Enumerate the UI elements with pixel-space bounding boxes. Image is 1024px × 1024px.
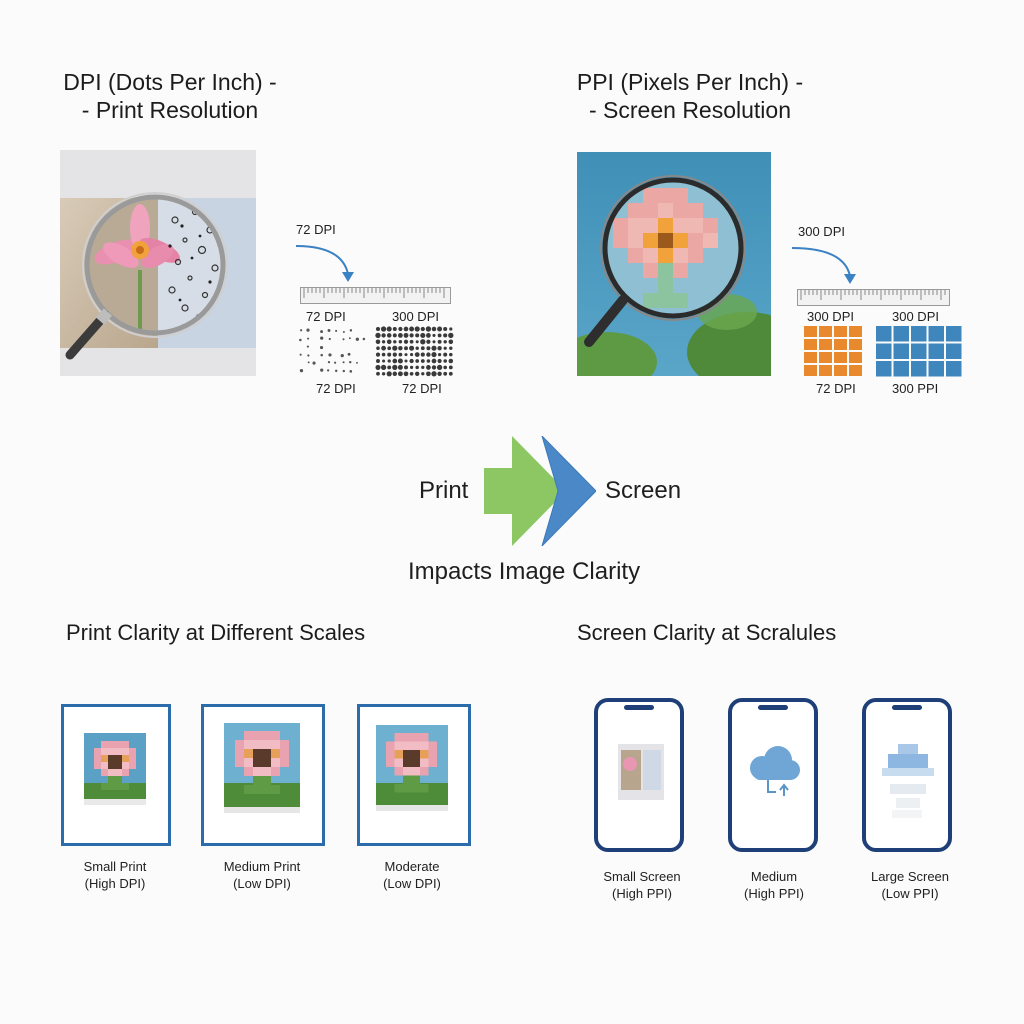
- dpi-bottom-label-left: 72 DPI: [316, 381, 356, 396]
- print-image-moderate: [376, 725, 448, 811]
- dpi-ruler: [300, 287, 451, 304]
- ppi-bottom-label-right: 300 PPI: [892, 381, 939, 396]
- print-frame-small: [61, 704, 171, 846]
- ppi-magnifier-photo: [577, 152, 771, 376]
- ppi-bottom-label-left: 72 DPI: [816, 381, 856, 396]
- ppi-title: PPI (Pixels Per Inch) - - Screen Resolut…: [560, 68, 820, 124]
- dpi-arrow-label: 72 DPI: [296, 222, 336, 237]
- print-caption-medium: Medium Print (Low DPI): [223, 859, 301, 891]
- dpi-title: DPI (Dots Per Inch) - - Print Resolution: [40, 68, 300, 124]
- dpi-curved-arrow-icon: [295, 245, 354, 282]
- print-frame-moderate: [357, 704, 471, 846]
- flow-screen-label: Screen: [605, 477, 682, 504]
- ppi-curved-arrow-icon: [791, 247, 856, 284]
- ppi-ruler: [797, 289, 950, 306]
- dpi-title-line1: DPI (Dots Per Inch) -: [63, 69, 277, 95]
- dpi-dot-pattern: [299, 326, 454, 377]
- dpi-ruler-label-left: 72 DPI: [306, 309, 346, 324]
- dpi-title-line2: - Print Resolution: [81, 97, 259, 123]
- flow-arrow-icon: [484, 436, 596, 546]
- phone-small-screen: [594, 698, 684, 852]
- flow-print-label: Print: [419, 477, 469, 504]
- screen-caption-large: Large Screen (Low PPI): [870, 869, 950, 901]
- cloud-upload-icon: [750, 746, 800, 796]
- flow-caption: Impacts Image Clarity: [408, 558, 641, 585]
- dpi-magnifier-photo: [60, 150, 256, 376]
- print-frame-medium: [201, 704, 325, 846]
- ppi-pixel-grids: [804, 326, 962, 377]
- ppi-arrow-label: 300 DPI: [798, 224, 845, 239]
- print-caption-small: Small Print (High DPI): [83, 859, 147, 891]
- phone-medium-screen: [728, 698, 818, 852]
- dpi-bottom-label-right: 72 DPI: [402, 381, 442, 396]
- ppi-ruler-label-left: 300 DPI: [807, 309, 854, 324]
- ppi-title-line2: - Screen Resolution: [589, 97, 791, 123]
- print-image-small: [84, 733, 146, 805]
- screen-caption-medium: Medium (High PPI): [744, 869, 804, 901]
- print-image-medium: [224, 723, 300, 813]
- ppi-ruler-label-right: 300 DPI: [892, 309, 939, 324]
- print-clarity-title: Print Clarity at Different Scales: [66, 620, 366, 645]
- screen-clarity-title: Screen Clarity at Scralules: [577, 620, 837, 645]
- ppi-title-line1: PPI (Pixels Per Inch) -: [576, 69, 804, 95]
- print-caption-moderate: Moderate (Low DPI): [383, 859, 441, 891]
- phone-large-screen: [862, 698, 952, 852]
- dpi-ruler-label-right: 300 DPI: [392, 309, 439, 324]
- screen-caption-small: Small Screen (High PPI): [603, 869, 681, 901]
